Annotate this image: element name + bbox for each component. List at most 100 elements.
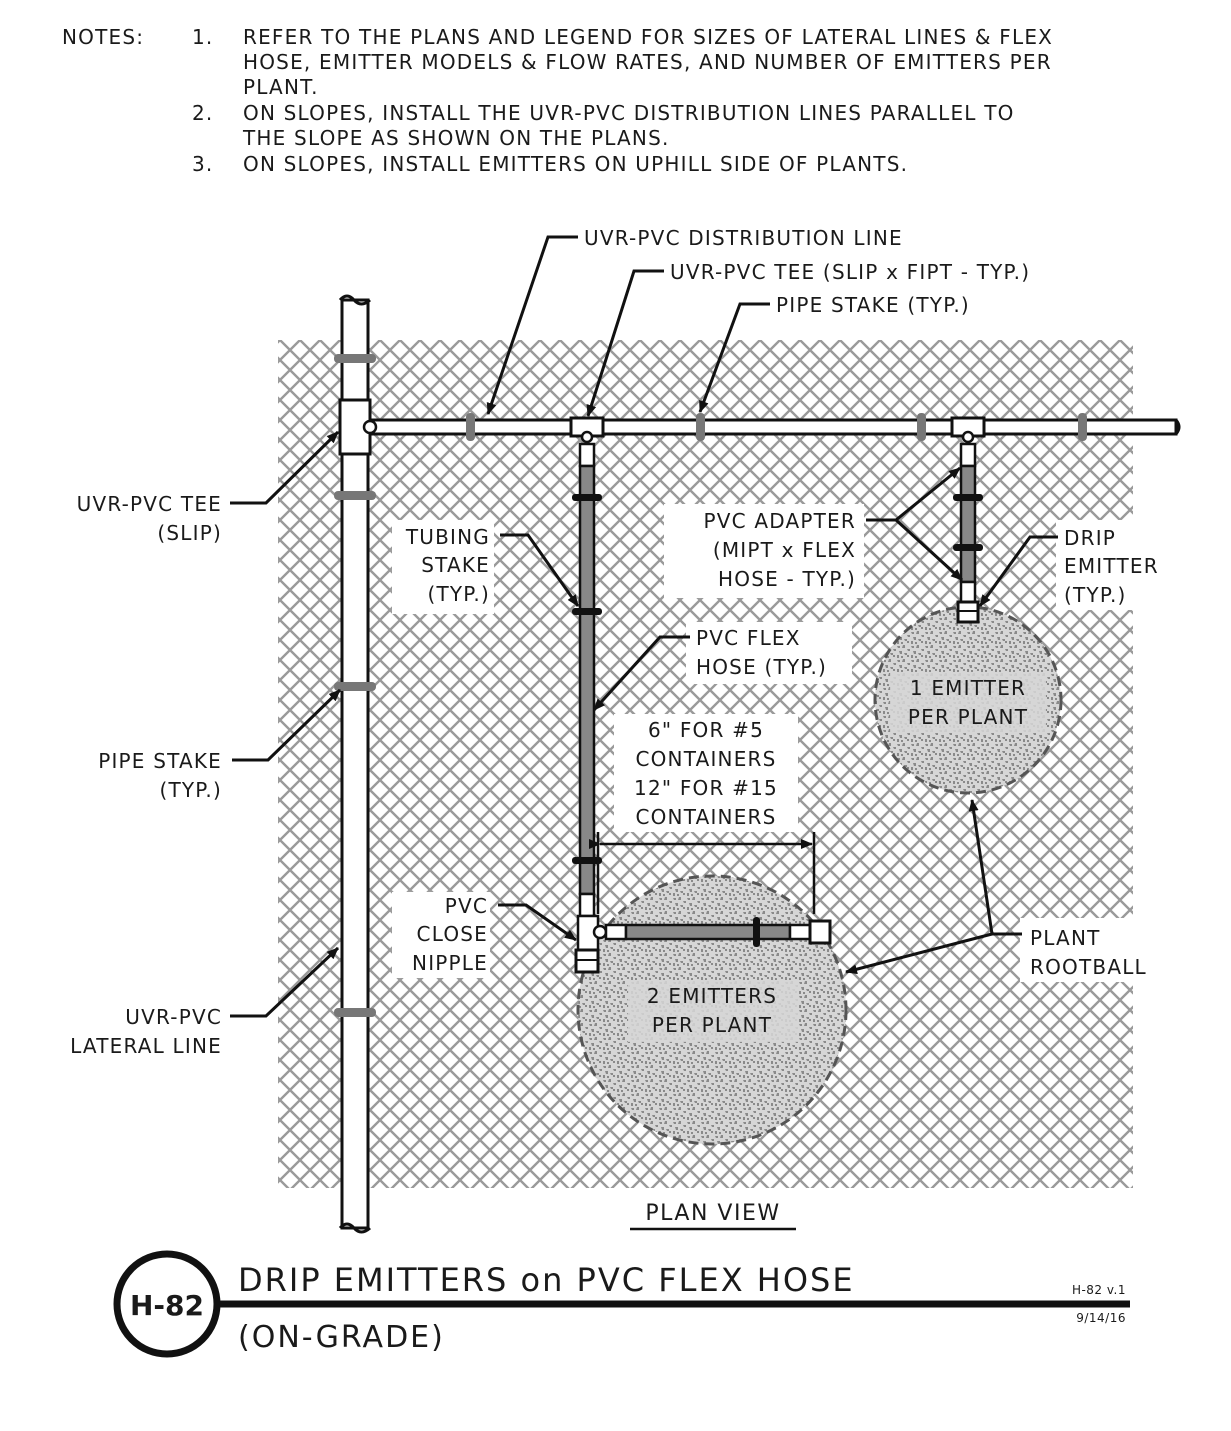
tee-fipt-left-outlet: [580, 430, 594, 444]
note-1-line-1: REFER TO THE PLANS AND LEGEND FOR SIZES …: [243, 25, 1053, 49]
detail-subtitle: (ON-GRADE): [238, 1320, 445, 1355]
leader-close-nipple: [498, 903, 577, 942]
flex-hose-horizontal: [624, 923, 792, 941]
label-tubing-stake-3: (TYP.): [427, 582, 490, 606]
notes-block: NOTES: 1. REFER TO THE PLANS AND LEGEND …: [62, 25, 1053, 176]
tubing-stake-right-2: [953, 544, 983, 551]
pipe-stake-dist-2: [696, 413, 705, 441]
leader-distribution-line: [486, 235, 578, 415]
leader-tee-slip: [230, 430, 340, 505]
tubing-stake-horizontal: [753, 917, 760, 947]
label-two-emitters-2: PER PLANT: [652, 1013, 772, 1037]
label-tubing-stake-2: STAKE: [421, 553, 490, 577]
detail-title: DRIP EMITTERS on PVC FLEX HOSE: [238, 1261, 855, 1299]
label-flex-hose-1: PVC FLEX: [696, 626, 801, 650]
pvc-adapter-left-bottom: [578, 892, 596, 918]
pvc-adapter-horiz-right: [788, 923, 812, 941]
leader-tee-fipt: [586, 269, 664, 417]
distribution-pipe: [366, 418, 1178, 436]
note-2-line-1: ON SLOPES, INSTALL THE UVR-PVC DISTRIBUT…: [243, 101, 1015, 125]
detail-tag: H-82: [130, 1289, 204, 1322]
label-one-emitter-2: PER PLANT: [908, 705, 1028, 729]
pvc-adapter-left-top: [578, 442, 596, 468]
pipe-stake-dist-4: [1078, 413, 1087, 441]
label-drip-emitter-3: (TYP.): [1064, 583, 1127, 607]
leader-adapter-2: [894, 518, 964, 582]
ground-area: [278, 340, 1140, 1188]
label-pvc-adapter-3: HOSE - TYP.): [718, 567, 856, 591]
tee-slip-lateral-outlet: [362, 419, 378, 435]
note-number-1: 1.: [192, 25, 213, 49]
tubing-stake-left-1: [572, 494, 602, 501]
label-two-emitters-1: 2 EMITTERS: [647, 984, 777, 1008]
flex-hose-left-assembly: [572, 442, 832, 974]
uvr-pvc-distribution-line: [338, 398, 1181, 456]
label-tee-fipt: UVR-PVC TEE (SLIP x FIPT - TYP.): [670, 260, 1030, 284]
label-close-nipple-2: CLOSE: [417, 922, 488, 946]
tubing-stake-left-2: [572, 608, 602, 615]
label-drip-emitter-2: EMITTER: [1064, 554, 1159, 578]
tee-fipt-right-outlet: [961, 430, 975, 444]
view-title-group: PLAN VIEW: [630, 1201, 796, 1231]
dimension-spacing: [589, 832, 816, 914]
title-block: H-82 DRIP EMITTERS on PVC FLEX HOSE (ON-…: [113, 1250, 1130, 1358]
label-plant-rootball-1: PLANT: [1030, 926, 1101, 950]
lateral-break-bottom: [338, 1222, 371, 1234]
note-number-3: 3.: [192, 152, 213, 176]
label-lateral-line-2: LATERAL LINE: [70, 1034, 222, 1058]
label-one-emitter-1: 1 EMITTER: [910, 676, 1026, 700]
pvc-adapter-horiz-left: [604, 923, 628, 941]
label-drip-emitter-1: DRIP: [1064, 526, 1116, 550]
pipe-stake-dist-3: [917, 413, 926, 441]
label-pvc-adapter-1: PVC ADAPTER: [704, 509, 857, 533]
label-knockout-flex: [686, 622, 852, 684]
leader-rootball-2: [845, 932, 993, 975]
label-flex-hose-2: HOSE (TYP.): [696, 655, 827, 679]
rootballs: [576, 605, 1063, 1146]
label-lateral-line-1: UVR-PVC: [125, 1005, 222, 1029]
label-tee-slip-1: UVR-PVC TEE: [77, 492, 222, 516]
leader-pipe-stake-left: [232, 688, 342, 762]
label-distribution-line: UVR-PVC DISTRIBUTION LINE: [584, 226, 903, 250]
label-knockout-two-emitters: [628, 980, 798, 1042]
pipe-stake-lateral-3: [334, 682, 376, 691]
label-knockout-one-emitter: [890, 672, 1046, 732]
drip-emitter-horizontal: [808, 919, 832, 945]
flex-hose-right-assembly: [953, 442, 983, 624]
label-dimension-1: 6" FOR #5: [648, 718, 764, 742]
notes-heading: NOTES:: [62, 25, 144, 49]
tubing-stake-right-1: [953, 494, 983, 501]
label-knockout-nipple: [392, 892, 490, 978]
leader-drip-emitter: [978, 535, 1058, 607]
pvc-tee-bottom-outlet: [592, 924, 608, 940]
leader-tubing-stake: [500, 533, 580, 607]
label-dimension-4: CONTAINERS: [635, 805, 776, 829]
label-pipe-stake-top: PIPE STAKE (TYP.): [776, 293, 970, 317]
leader-lateral-line: [230, 946, 340, 1018]
label-plant-rootball-2: ROOTBALL: [1030, 955, 1147, 979]
label-knockout-tubing: [392, 520, 494, 614]
note-2-line-2: THE SLOPE AS SHOWN ON THE PLANS.: [242, 126, 670, 150]
pvc-adapter-right-bottom: [959, 580, 977, 604]
label-knockout-dimension: [614, 714, 798, 832]
tubing-stake-left-3: [572, 857, 602, 864]
note-1-line-2: HOSE, EMITTER MODELS & FLOW RATES, AND N…: [243, 50, 1052, 74]
pipe-stake-lateral-2: [334, 491, 376, 500]
label-dimension-3: 12" FOR #15: [634, 776, 778, 800]
date-stamp: 9/14/16: [1076, 1311, 1126, 1325]
pipe-stake-lateral-1: [334, 354, 376, 363]
label-knockout-emitter: [1056, 520, 1136, 610]
label-dimension-2: CONTAINERS: [635, 747, 776, 771]
label-close-nipple-3: NIPPLE: [412, 951, 488, 975]
callout-leaders: [230, 235, 1058, 1018]
lateral-break-top: [338, 294, 371, 306]
label-close-nipple-1: PVC: [445, 894, 488, 918]
label-pipe-stake-left-1: PIPE STAKE: [98, 749, 222, 773]
label-knockout-rootball: [1020, 918, 1140, 982]
note-3-line-1: ON SLOPES, INSTALL EMITTERS ON UPHILL SI…: [243, 152, 908, 176]
callout-labels: UVR-PVC DISTRIBUTION LINE UVR-PVC TEE (S…: [70, 226, 1159, 1058]
flex-hose-left-vertical: [578, 464, 596, 896]
label-tee-slip-2: (SLIP): [157, 521, 222, 545]
pipe-stake-lateral-4: [334, 1008, 376, 1017]
